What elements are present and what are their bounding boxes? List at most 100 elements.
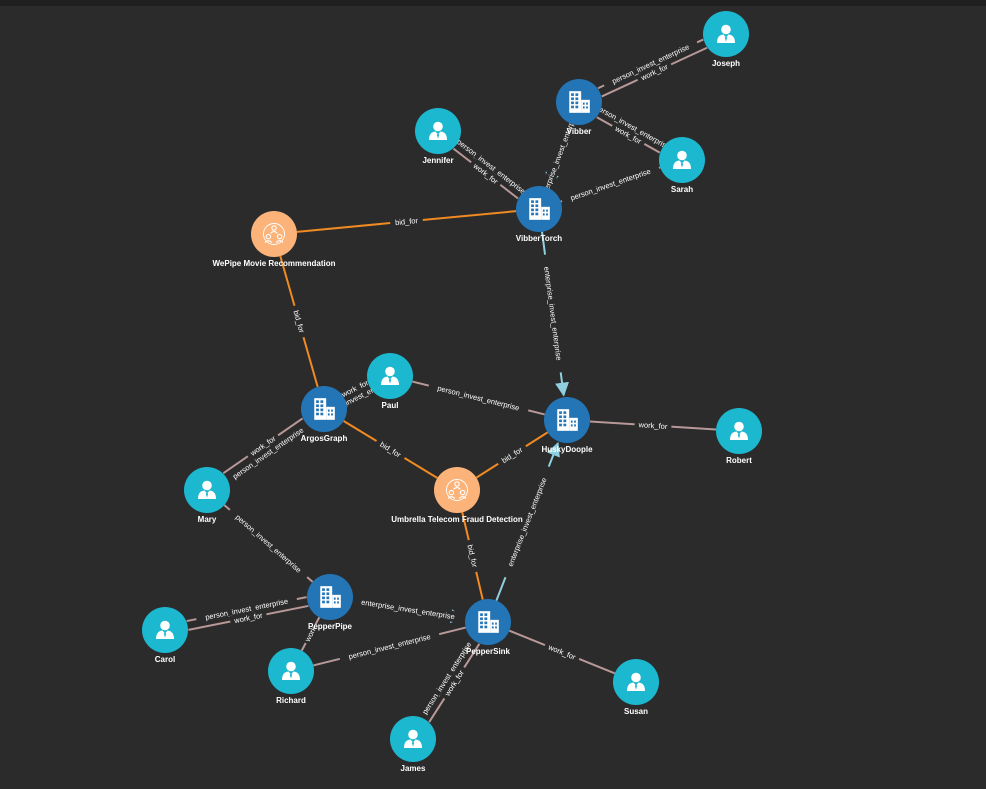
edge-label-background <box>373 436 408 463</box>
node-jennifer[interactable]: Jennifer <box>415 108 461 165</box>
edge-label-background <box>500 464 554 580</box>
node-sarah[interactable]: Sarah <box>659 137 705 194</box>
node-wepipe[interactable]: WePipe Movie Recommendation <box>213 211 336 268</box>
edge-label-background <box>495 441 529 469</box>
edge-bid-for[interactable]: bid_for <box>296 210 517 233</box>
edge-label: person_invest_enterprise <box>348 632 432 661</box>
edge-label-group: enterprise_invest_enterprise <box>348 594 468 625</box>
node-label: Umbrella Telecom Fraud Detection <box>391 515 523 524</box>
edge-label-group: person_invest_enterprise <box>447 130 536 203</box>
edge-label-background <box>427 380 530 416</box>
node-pepperpipe[interactable]: PepperPipe <box>307 574 353 631</box>
edge-label-background <box>634 418 672 433</box>
top-bar <box>0 0 986 6</box>
node-label: WePipe Movie Recommendation <box>213 259 336 268</box>
edge-person-invest-enterprise[interactable]: person_invest_enterprise <box>560 162 661 207</box>
edge-label-background <box>229 608 268 627</box>
edge-bid-for[interactable]: bid_for <box>343 420 438 479</box>
node-umbrella[interactable]: Umbrella Telecom Fraud Detection <box>391 467 523 524</box>
edge-label-background <box>560 162 661 207</box>
edge-label: work_for <box>637 420 668 431</box>
edge-label-group: work_for <box>229 608 268 627</box>
edge-label-background <box>463 538 482 574</box>
node-label: Susan <box>624 707 648 716</box>
edge-label-group: person_invest_enterprise <box>338 628 441 665</box>
edge-label-background <box>542 639 582 665</box>
edge-work-for[interactable]: work_for <box>188 604 309 631</box>
node-label: HuskyDoople <box>541 445 593 454</box>
node-label: PepperSink <box>466 647 511 656</box>
edge-work-for[interactable]: work_for <box>508 629 616 675</box>
edge-work-for[interactable]: work_for <box>222 417 304 475</box>
edge-work-for[interactable]: work_for <box>589 418 717 433</box>
node-carol[interactable]: Carol <box>142 607 188 664</box>
node-susan[interactable]: Susan <box>613 659 659 716</box>
node-paul[interactable]: Paul <box>367 353 413 410</box>
node-richard[interactable]: Richard <box>268 648 314 705</box>
node-joseph[interactable]: Joseph <box>703 11 749 68</box>
edge-label-background <box>195 593 298 625</box>
node-label: Vibber <box>567 127 592 136</box>
edge-label-background <box>300 622 321 646</box>
edge-person-invest-enterprise[interactable]: person_invest_enterprise <box>447 130 536 203</box>
edge-person-invest-enterprise[interactable]: person_invest_enterprise <box>223 504 314 583</box>
node-vibbertorch[interactable]: VibberTorch <box>516 186 562 243</box>
edge-label-group: person_invest_enterprise <box>427 380 530 416</box>
edge-person-invest-enterprise[interactable]: person_invest_enterprise <box>414 631 479 725</box>
edge-label: enterprise_invest_enterprise <box>542 266 563 361</box>
node-label: James <box>401 764 426 773</box>
edge-person-invest-enterprise[interactable]: person_invest_enterprise <box>412 380 545 416</box>
node-circle[interactable] <box>434 467 480 513</box>
edge-bid-for[interactable]: bid_for <box>279 255 319 388</box>
edge-work-for[interactable]: work_for <box>601 46 708 98</box>
edge-label-background <box>226 505 311 582</box>
edge-label-background <box>222 419 314 487</box>
node-james[interactable]: James <box>390 716 436 773</box>
edge-label-background <box>533 96 586 213</box>
edge-label-group: work_for <box>634 418 672 433</box>
edge-label-background <box>467 157 504 190</box>
edge-label-background <box>635 59 674 85</box>
edge-bid-for[interactable]: bid_for <box>461 512 484 600</box>
edge-enterprise-invest-enterprise[interactable]: enterprise_invest_enterprise <box>539 231 569 397</box>
edge-enterprise-invest-enterprise[interactable]: enterprise_invest_enterprise <box>348 594 468 625</box>
node-peppersink[interactable]: PepperSink <box>465 599 511 656</box>
edge-label-background <box>338 628 441 665</box>
edge-label-background <box>609 121 648 149</box>
edge-bid-for[interactable]: bid_for <box>475 431 549 479</box>
edge-label-group: person_invest_enterprise <box>222 419 314 487</box>
node-label: ArgosGraph <box>301 434 348 443</box>
edge-label-background <box>439 664 469 702</box>
edge-label-background <box>447 130 536 203</box>
edge-label: person_invest_enterprise <box>569 167 652 203</box>
edge-person-invest-enterprise[interactable]: person_invest_enterprise <box>313 626 466 667</box>
edge-label-group: bid_for <box>289 304 309 339</box>
edge-label-background <box>414 631 479 725</box>
edge-label-group: person_invest_enterprise <box>226 505 311 582</box>
node-label: VibberTorch <box>516 234 562 243</box>
edge-label: work_for <box>546 642 577 662</box>
node-label: Jennifer <box>422 156 453 165</box>
edge-person-invest-enterprise[interactable]: person_invest_enterprise <box>222 419 314 487</box>
edge-person-invest-enterprise[interactable]: person_invest_enterprise <box>597 37 704 91</box>
edge-label-group: bid_for <box>463 538 482 574</box>
node-robert[interactable]: Robert <box>716 408 762 465</box>
node-circle[interactable] <box>251 211 297 257</box>
edge-label: bid_for <box>378 440 403 460</box>
edge-label-background <box>585 97 681 157</box>
node-argosgraph[interactable]: ArgosGraph <box>301 386 348 443</box>
node-label: PepperPipe <box>308 622 353 631</box>
node-vibber[interactable]: Vibber <box>556 79 602 136</box>
edge-label-background <box>289 304 309 339</box>
node-label: Robert <box>726 456 752 465</box>
edge-label-group: work_for <box>542 639 582 665</box>
edge-label-group: bid_for <box>389 214 424 229</box>
edge-label: person_invest_enterprise <box>437 384 521 413</box>
node-huskydoople[interactable]: HuskyDoople <box>541 397 593 454</box>
edge-label-group: person_invest_enterprise <box>414 631 479 725</box>
node-mary[interactable]: Mary <box>184 467 230 524</box>
edge-label: person_invest_enterprise <box>594 103 672 152</box>
edge-label-background <box>348 594 468 625</box>
edge-label-group: enterprise_invest_enterprise <box>539 253 567 374</box>
